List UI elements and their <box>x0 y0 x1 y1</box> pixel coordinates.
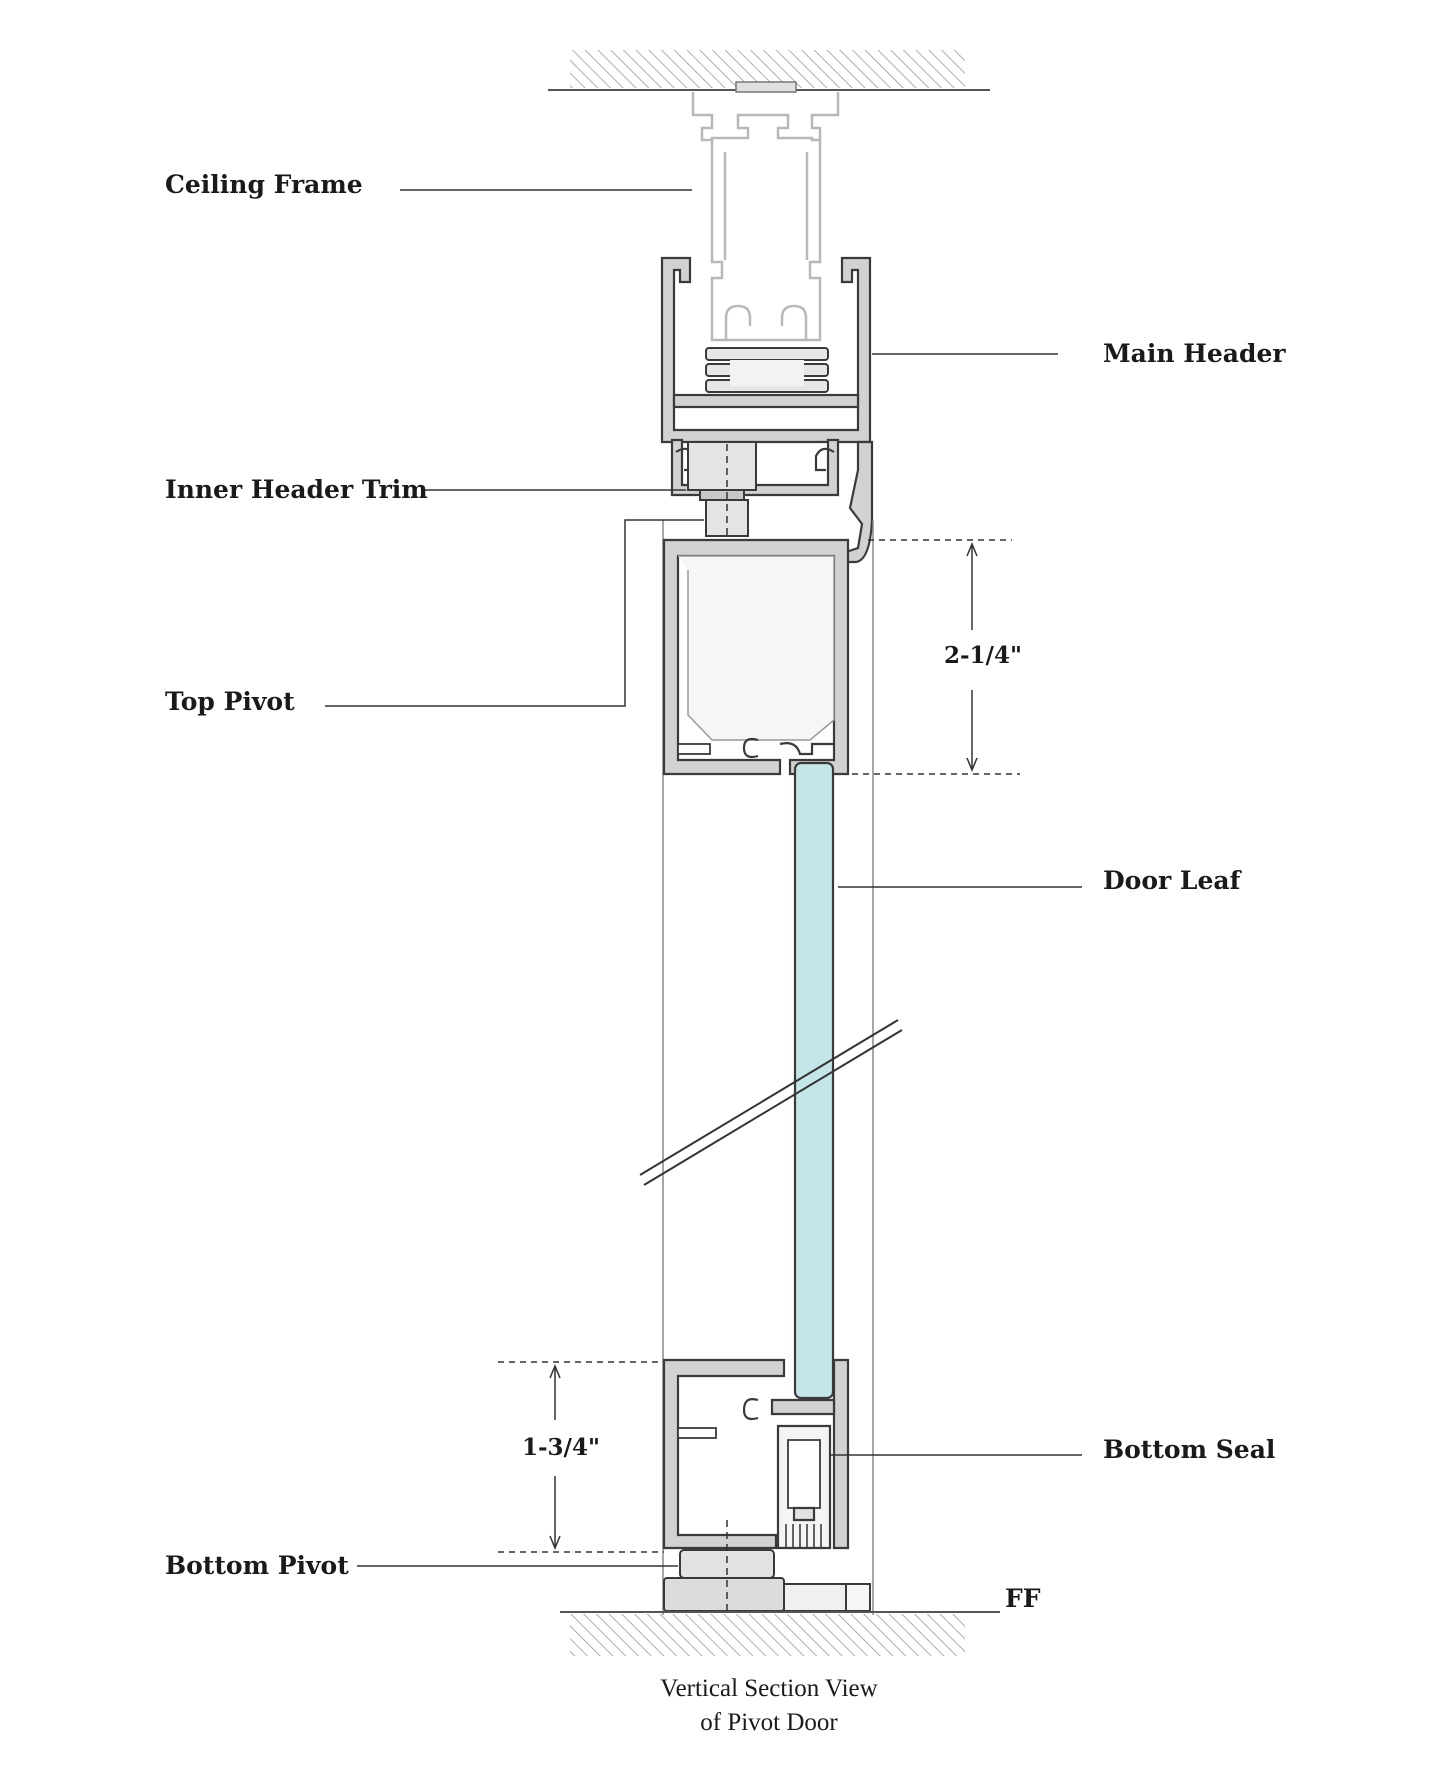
dimension-text-top-rail: 2-1/4" <box>944 642 1022 669</box>
label-bottom-seal: Bottom Seal <box>1103 1435 1276 1464</box>
caption: Vertical Section View of Pivot Door <box>619 1672 919 1740</box>
top-rail-profile <box>662 538 850 776</box>
dimension-bottom-rail <box>498 1361 664 1553</box>
dimension-text-bottom-rail: 1-3/4" <box>522 1434 600 1461</box>
bottom-rail-profile <box>662 1358 850 1550</box>
main-header-profile <box>660 256 872 444</box>
dimension-top-rail <box>852 539 1020 775</box>
leader-lines <box>325 189 1082 1567</box>
bottom-pivot <box>663 1520 871 1612</box>
label-door-leaf: Door Leaf <box>1103 866 1241 895</box>
label-inner-header-trim: Inner Header Trim <box>165 475 428 504</box>
caption-line-2: of Pivot Door <box>700 1709 838 1736</box>
floor-slab <box>560 1611 1000 1656</box>
caption-line-1: Vertical Section View <box>660 1675 878 1702</box>
bottom-seal-brush <box>785 1524 822 1547</box>
label-top-pivot: Top Pivot <box>165 687 295 716</box>
break-symbol <box>639 1019 903 1186</box>
label-bottom-pivot: Bottom Pivot <box>165 1551 349 1580</box>
label-main-header: Main Header <box>1103 339 1286 368</box>
label-finished-floor: FF <box>1005 1584 1041 1613</box>
glass-pane <box>793 761 835 1400</box>
ceiling-frame-profile <box>691 92 840 342</box>
ceiling-slab <box>548 50 990 93</box>
label-ceiling-frame: Ceiling Frame <box>165 170 363 199</box>
header-gasket <box>705 347 829 393</box>
